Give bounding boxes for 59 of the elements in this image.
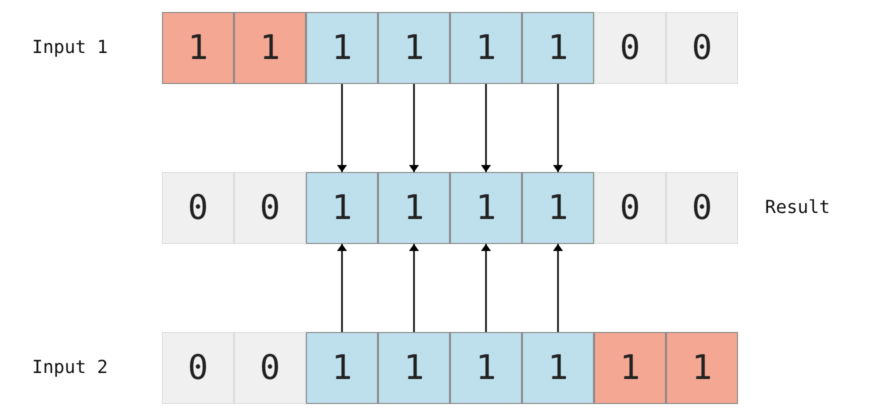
bit-cell: [378, 12, 450, 84]
bit-value: 0: [692, 28, 712, 68]
bit-value: 1: [332, 188, 352, 228]
arrow: [482, 244, 490, 332]
bit-cell: [234, 12, 306, 84]
bit-cell: [234, 332, 306, 404]
arrow: [482, 84, 490, 172]
bit-cell: [450, 12, 522, 84]
arrow: [338, 84, 346, 172]
bit-cell: [378, 172, 450, 244]
bit-cell: [522, 12, 594, 84]
bit-cell: [666, 12, 738, 84]
bit-value: 1: [404, 188, 424, 228]
bit-value: 1: [476, 348, 496, 388]
bit-value: 1: [188, 28, 208, 68]
bit-value: 1: [260, 28, 280, 68]
bit-cell: [522, 332, 594, 404]
bit-cell: [378, 332, 450, 404]
row-label: Result: [765, 197, 830, 218]
bit-cell: [306, 332, 378, 404]
bit-value: 1: [404, 348, 424, 388]
bit-cell: [666, 332, 738, 404]
bit-value: 1: [692, 348, 712, 388]
bit-value: 0: [260, 188, 280, 228]
bit-cell: [306, 12, 378, 84]
arrow: [410, 244, 418, 332]
bit-cell: [450, 332, 522, 404]
arrow: [410, 84, 418, 172]
bit-value: 0: [620, 188, 640, 228]
bit-cell: [450, 172, 522, 244]
arrow: [554, 84, 562, 172]
arrow: [554, 244, 562, 332]
bit-value: 1: [476, 28, 496, 68]
bit-cell: [522, 172, 594, 244]
bit-cell: [162, 172, 234, 244]
bit-cell: [594, 172, 666, 244]
arrow: [338, 244, 346, 332]
bit-value: 0: [620, 28, 640, 68]
bit-value: 0: [188, 348, 208, 388]
bit-cell: [306, 172, 378, 244]
row-label: Input 1: [32, 37, 108, 58]
bit-value: 0: [260, 348, 280, 388]
row-label: Input 2: [32, 357, 108, 378]
bit-value: 1: [548, 28, 568, 68]
bit-value: 0: [692, 188, 712, 228]
bit-cell: [162, 12, 234, 84]
bit-value: 1: [548, 348, 568, 388]
bit-value: 1: [332, 348, 352, 388]
bit-value: 1: [332, 28, 352, 68]
bit-cell: [162, 332, 234, 404]
bit-value: 1: [476, 188, 496, 228]
bit-cell: [234, 172, 306, 244]
bit-value: 1: [404, 28, 424, 68]
bit-value: 0: [188, 188, 208, 228]
bit-value: 1: [548, 188, 568, 228]
bit-cell: [594, 12, 666, 84]
bit-value: 1: [620, 348, 640, 388]
bit-cell: [594, 332, 666, 404]
bit-cell: [666, 172, 738, 244]
